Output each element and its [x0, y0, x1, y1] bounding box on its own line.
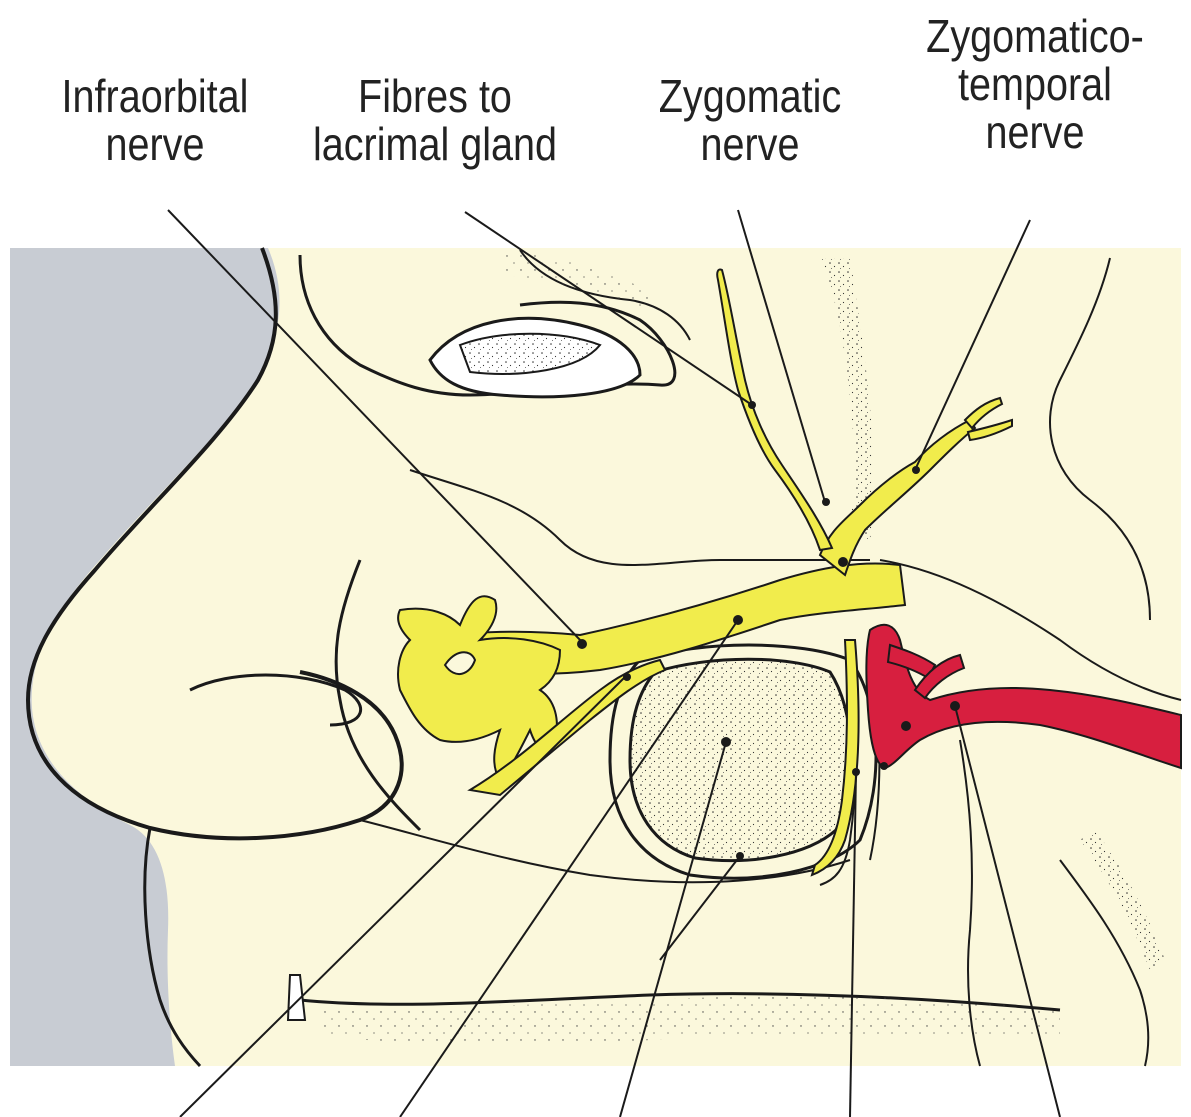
dot-lacrimal — [748, 401, 756, 409]
dot-artery-b — [950, 701, 960, 711]
dot-artery-c — [880, 762, 888, 770]
dot-sinus — [721, 737, 731, 747]
dot-infraorbital — [577, 639, 587, 649]
dot-ganglion — [838, 557, 848, 567]
dot-trunk — [733, 615, 743, 625]
dot-zygomatic — [822, 498, 830, 506]
dot-pterygoid — [852, 768, 860, 776]
dot-sinus-wall — [736, 852, 744, 860]
dot-zygomaticotemporal — [912, 466, 920, 474]
dot-alveolar — [623, 673, 631, 681]
maxillary-sinus — [630, 659, 851, 860]
dot-artery-a — [901, 721, 911, 731]
